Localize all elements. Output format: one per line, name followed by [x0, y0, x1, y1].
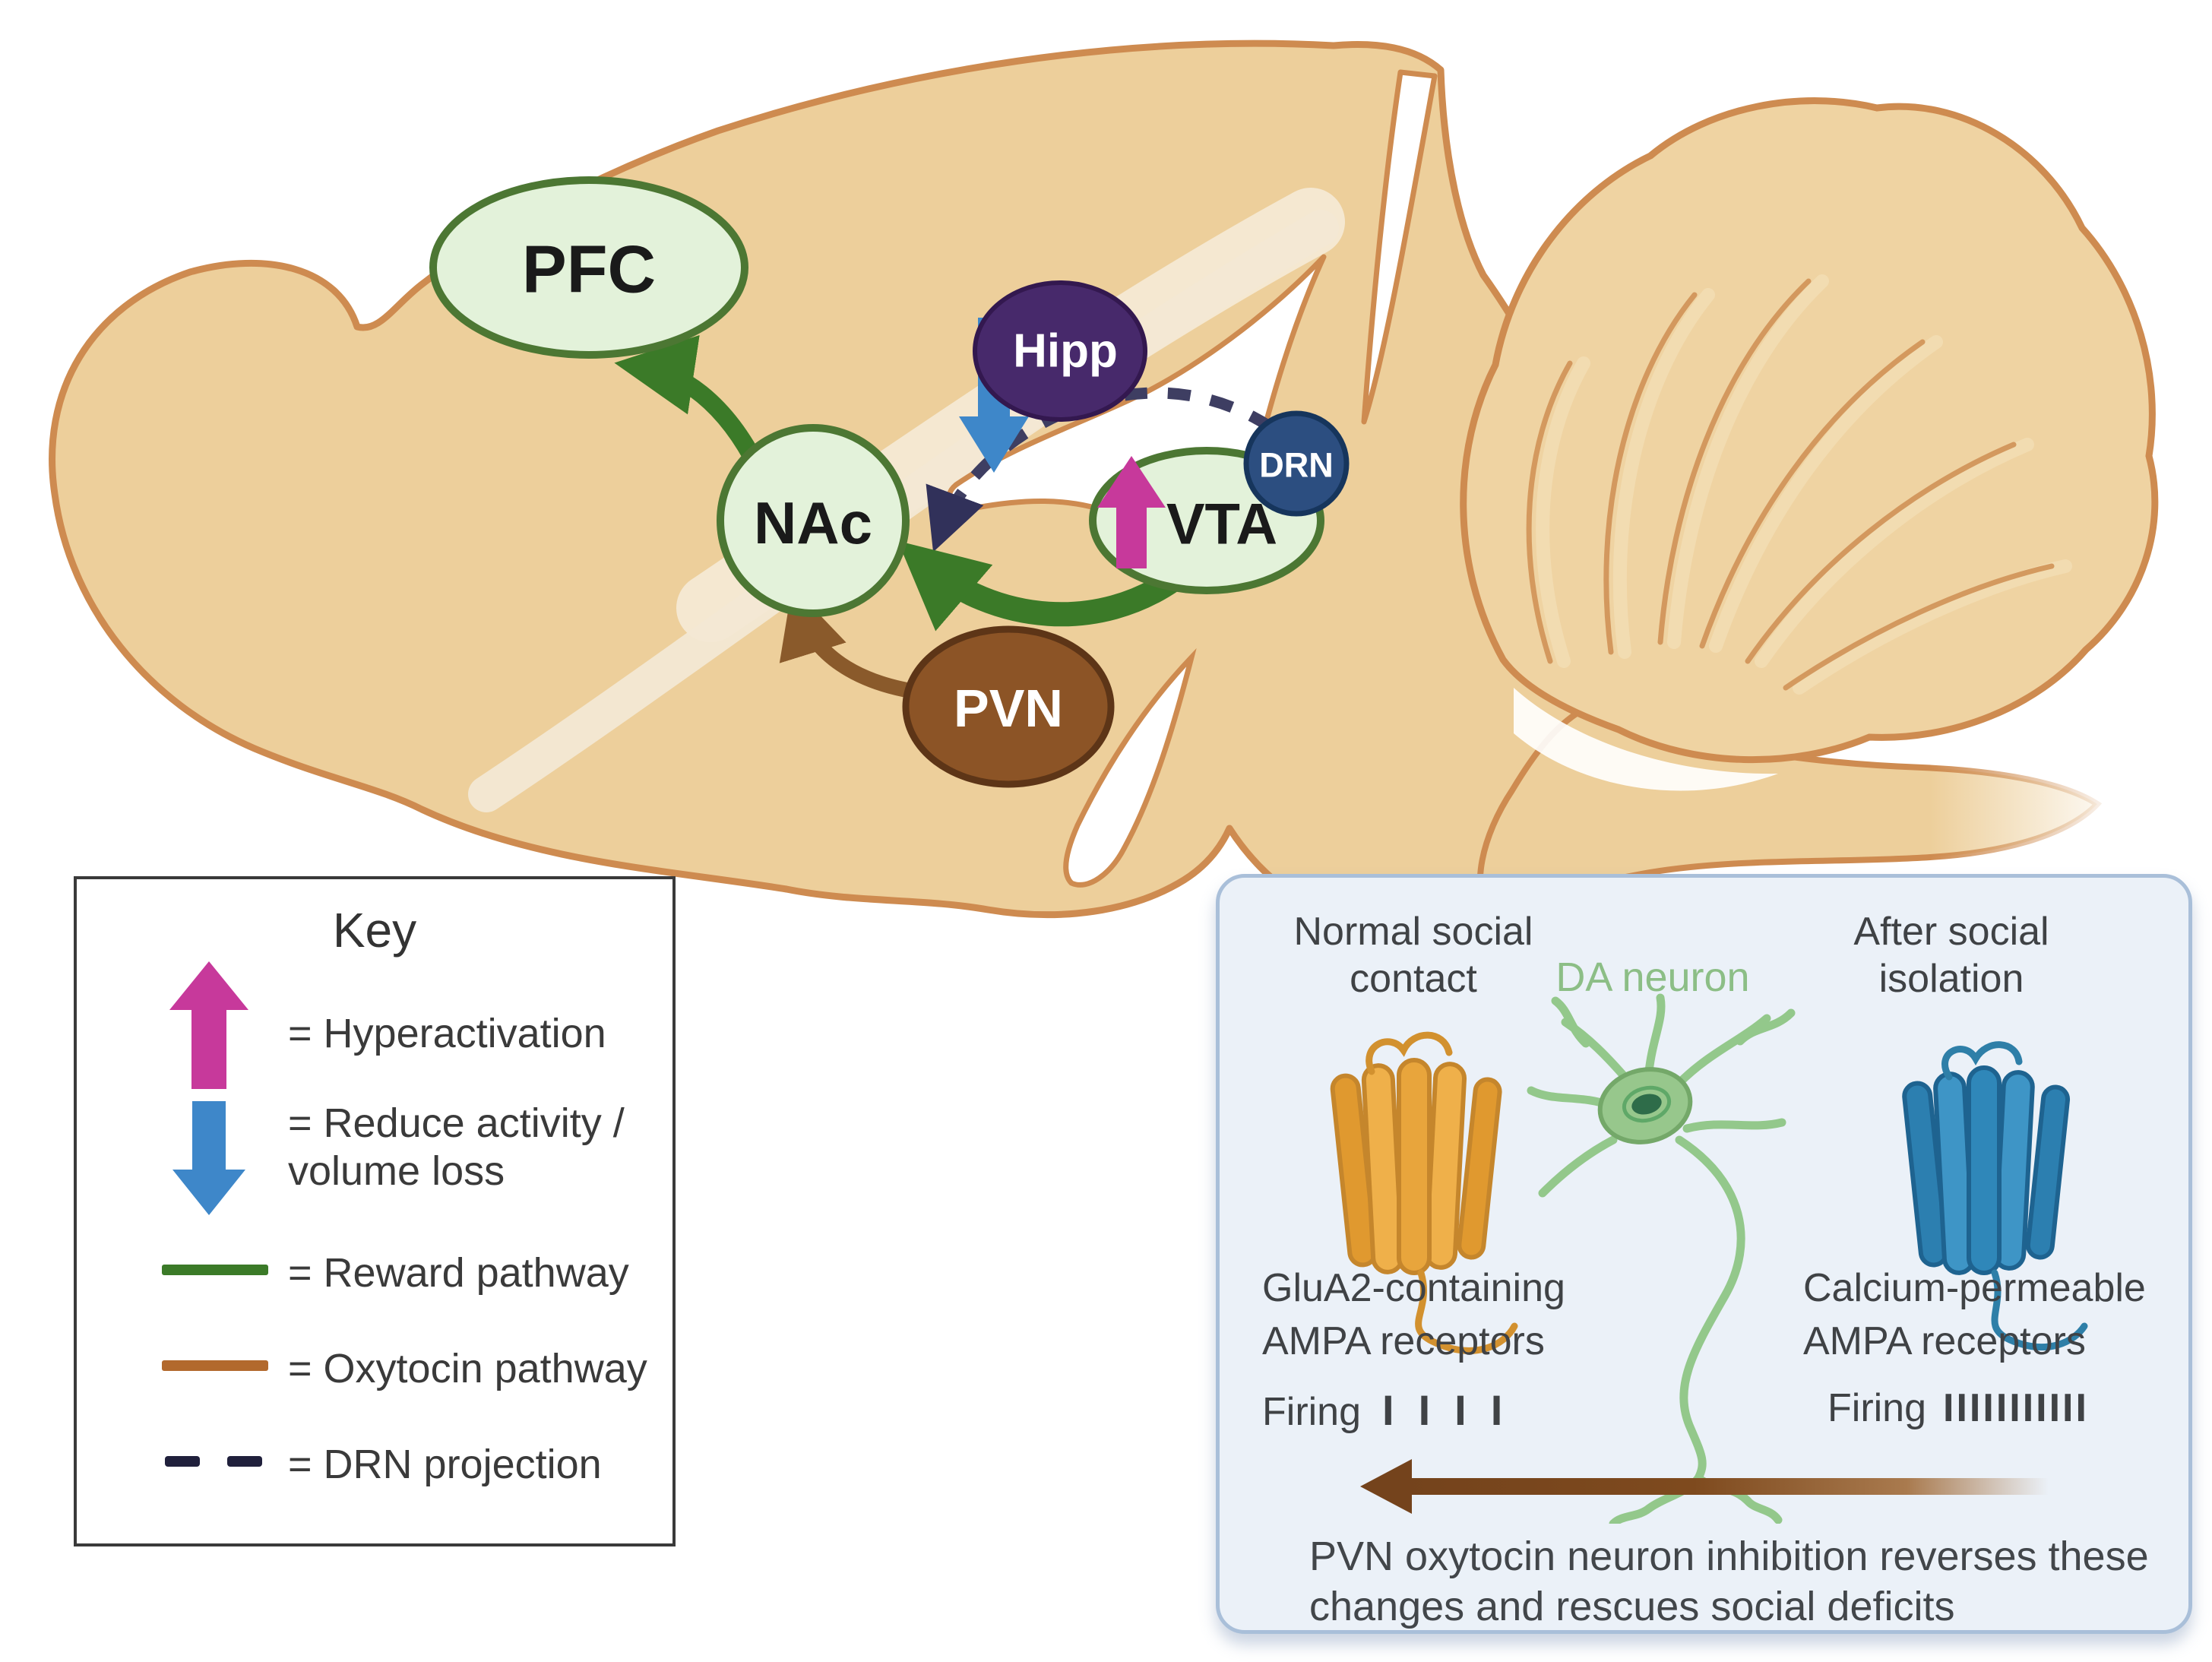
nac-label: NAc	[754, 489, 872, 556]
reward-arrow-vta-nac	[897, 540, 1186, 632]
pvn-region: PVN	[902, 625, 1115, 788]
key-box: Key = Hyperactivation = Reduce activity …	[74, 876, 676, 1546]
oxytocin-arrow-pvn-nac	[779, 586, 933, 701]
label-line: AMPA receptors	[1262, 1319, 1545, 1363]
title-line: After social	[1853, 910, 2049, 954]
firing-label: Firing	[1262, 1390, 1362, 1434]
cortex-cerebellum-gap	[1361, 69, 1438, 425]
hipp-label: Hipp	[1013, 325, 1118, 378]
label-line: AMPA receptors	[1803, 1319, 2086, 1363]
key-label-drn-projection: = DRN projection	[288, 1442, 602, 1487]
title-line: Normal social	[1293, 910, 1533, 954]
firing-row-left: Firing IIII	[1262, 1385, 1527, 1435]
label-line: GluA2-containing	[1262, 1266, 1565, 1310]
caption-line: PVN oxytocin neuron inhibition reverses …	[1309, 1534, 2149, 1579]
da-neuron-title: DA neuron	[1555, 954, 1750, 1000]
cerebellum-folds-light	[1536, 274, 2072, 695]
firing-ticks-sparse: IIII	[1382, 1386, 1527, 1434]
cerebellum-folds	[1526, 278, 2055, 691]
key-label-reward-pathway: = Reward pathway	[288, 1250, 629, 1296]
drn-region: DRN	[1243, 410, 1350, 517]
hipp-region: Hipp	[973, 280, 1147, 422]
key-label-oxytocin-pathway: = Oxytocin pathway	[288, 1346, 647, 1391]
panel-caption: PVN oxytocin neuron inhibition reverses …	[1309, 1531, 2149, 1632]
after-social-isolation-title: After social isolation	[1799, 908, 2103, 1002]
title-line: isolation	[1878, 957, 2024, 1001]
drn-label: DRN	[1259, 446, 1334, 485]
caption-line: changes and rescues social deficits	[1309, 1584, 1955, 1629]
key-up-arrow-icon	[169, 961, 248, 1089]
normal-social-contact-title: Normal social contact	[1261, 908, 1565, 1002]
label-line: Calcium-permeable	[1803, 1266, 2146, 1310]
glua2-ampa-receptor-icon	[1330, 1031, 1518, 1354]
key-oxytocin-line-icon	[162, 1360, 268, 1371]
drn-projection-line	[926, 387, 1274, 552]
info-panel: Normal social contact DA neuron After so…	[1216, 874, 2192, 1634]
da-neuron-illustration	[1527, 993, 1796, 1524]
firing-ticks-dense: IIIIIIIIIII	[1943, 1386, 2089, 1430]
vta-label: VTA	[1166, 492, 1277, 557]
pvn-label: PVN	[954, 679, 1063, 738]
key-dashed-line-icon	[165, 1456, 262, 1467]
calcium-permeable-ampa-receptor-icon	[1902, 1041, 2088, 1350]
ventral-notch	[1063, 647, 1197, 888]
cerebellum	[1460, 97, 2159, 791]
glua2-label: GluA2-containing AMPA receptors	[1262, 1262, 1565, 1368]
key-label-reduce-activity: = Reduce activity / volume loss	[288, 1100, 625, 1195]
key-label-hyperactivation: = Hyperactivation	[288, 1011, 606, 1056]
firing-row-right: Firing IIIIIIIIIII	[1828, 1385, 2089, 1431]
hyperactivation-arrow	[1097, 456, 1166, 568]
pfc-region: PFC	[429, 176, 748, 359]
nac-region: NAc	[717, 424, 910, 617]
reversal-arrow	[1360, 1459, 2049, 1514]
key-title: Key	[332, 903, 417, 958]
key-down-arrow-icon	[172, 1101, 245, 1215]
title-line: contact	[1350, 957, 1477, 1001]
firing-label: Firing	[1828, 1386, 1927, 1430]
key-reward-line-icon	[162, 1265, 268, 1275]
key-label-line: volume loss	[288, 1148, 505, 1194]
calcium-permeable-label: Calcium-permeable AMPA receptors	[1803, 1262, 2146, 1368]
pfc-label: PFC	[522, 232, 656, 307]
key-label-line: = Reduce activity /	[288, 1100, 625, 1146]
cerebellum-gap	[1514, 688, 1778, 791]
